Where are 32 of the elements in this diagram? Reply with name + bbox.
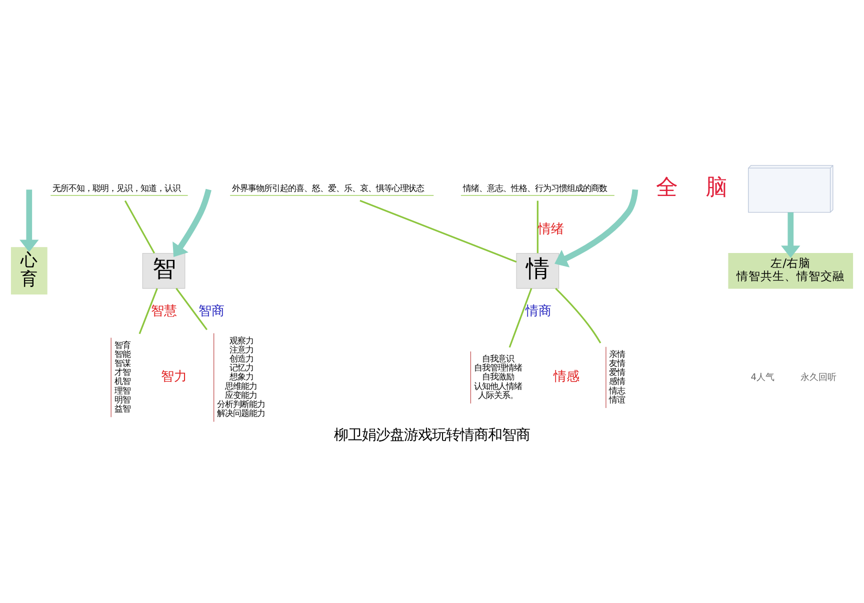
connector xyxy=(124,200,155,254)
connector xyxy=(508,288,532,348)
node-text: 智育 智能 智谋 才智 机智 理智 明智 益智 xyxy=(114,339,130,414)
label: 智力 xyxy=(161,369,188,384)
node-box: 心 育 xyxy=(10,246,48,294)
node-text: 自我意识 自我管理情绪 自我激励 认知他人情绪 人际关系。 xyxy=(474,352,522,400)
edge-label: 智慧 xyxy=(151,304,178,319)
edge-label: 智商 xyxy=(198,304,225,319)
label: 脑 xyxy=(706,174,728,200)
connector xyxy=(536,200,538,253)
node-text: 情绪、意志、性格、行为习惯组成的商数 xyxy=(462,182,607,193)
node-text: 外界事物所引起的喜、怒、爱、乐、哀、惧等心理状态 xyxy=(232,182,424,193)
node-text: 亲情 友情 爱情 感情 情志 情谊 xyxy=(609,348,626,404)
node-box: 情 xyxy=(516,252,560,288)
diagram-title: 柳卫娟沙盘游戏玩转情商和智商 xyxy=(334,427,530,444)
node-box: 智 xyxy=(142,252,186,288)
node-text: 无所不知，聪明，见识，知道，认识 xyxy=(52,182,181,193)
connector xyxy=(138,288,158,334)
connector xyxy=(360,199,517,262)
arrow xyxy=(781,212,800,258)
arrow xyxy=(172,188,212,256)
connector xyxy=(555,287,602,343)
connector xyxy=(176,287,208,330)
edge-label: 情商 xyxy=(526,304,552,319)
arrow xyxy=(554,188,638,267)
node-box: 左/右脑 情智共生、情智交融 xyxy=(728,252,854,288)
arrow xyxy=(20,189,39,252)
label: 永久回听 xyxy=(800,372,837,382)
node-text: 观察力 注意力 创造力 记忆力 想象力 思维能力 应变能力 分析判断能力 解决问题能力 xyxy=(217,334,266,418)
label: 情感 xyxy=(553,369,580,384)
label: 4人气 xyxy=(750,372,775,382)
label: 全 xyxy=(656,174,678,200)
